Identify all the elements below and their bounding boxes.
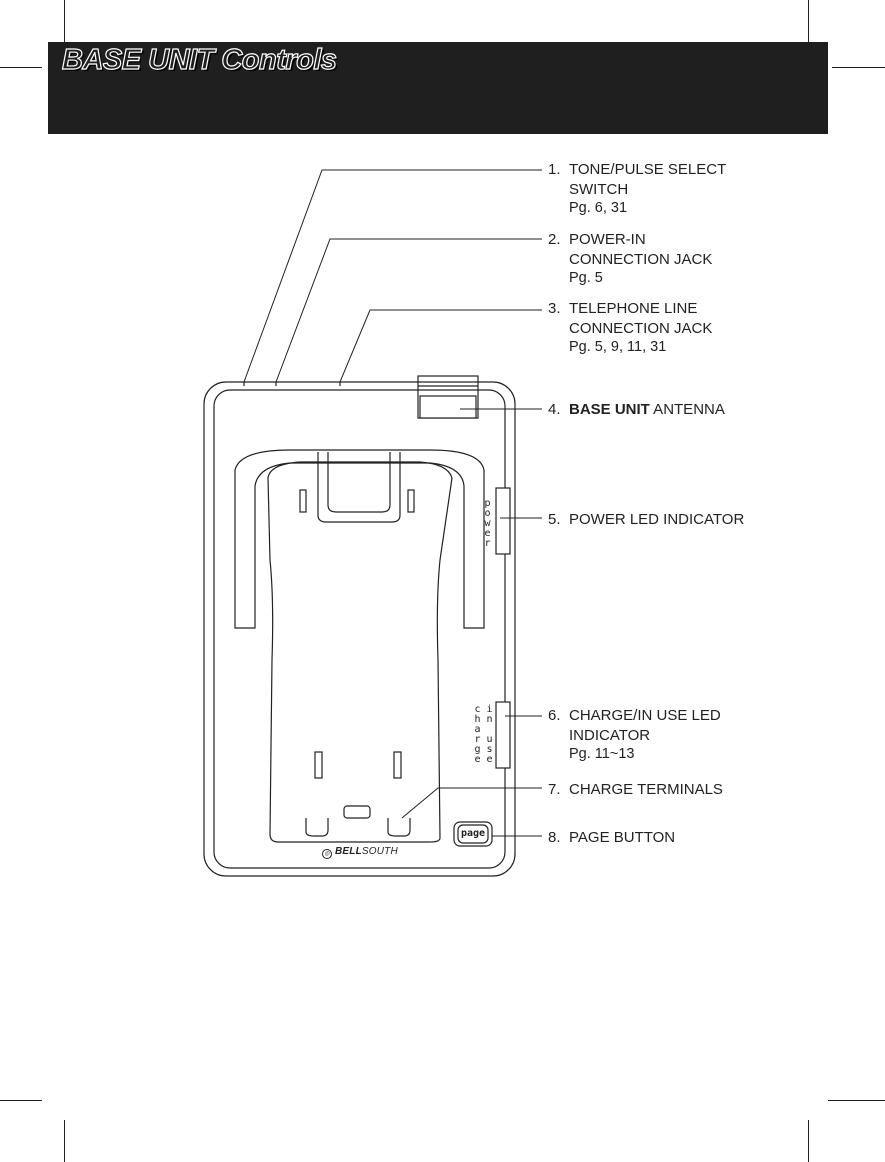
callout-page-ref: Pg. 6, 31: [569, 200, 628, 216]
power-led-panel: [495, 487, 511, 555]
handset-clip-inner: [327, 452, 391, 513]
callout-text: CHARGE TERMINALS: [569, 781, 723, 798]
callout-text: INDICATOR: [569, 726, 651, 744]
callout-text: CONNECTION JACK: [569, 250, 713, 268]
crop-mark: [832, 67, 885, 68]
callout-text: TONE/PULSE SELECT: [569, 161, 727, 178]
slot: [407, 489, 415, 513]
crop-mark: [0, 67, 42, 68]
base-inner-body: [213, 389, 506, 869]
in-use-led-label: in use: [484, 704, 495, 764]
header-bar: [48, 42, 828, 134]
callout-number: 2.: [548, 231, 561, 248]
callout-1: 1. TONE/PULSE SELECT SWITCH Pg. 6, 31: [548, 160, 726, 219]
brand-logo: ◎ BELLSOUTH: [322, 846, 398, 859]
callout-5: 5. POWER LED INDICATOR: [548, 510, 744, 530]
callout-number: 5.: [548, 511, 561, 528]
callout-text: SWITCH: [569, 180, 629, 198]
page-button-label[interactable]: page: [460, 828, 486, 839]
charge-led-label: charge: [472, 704, 483, 764]
page-title: BASE UNIT Controls: [61, 43, 337, 77]
slot: [299, 489, 307, 513]
callout-text: POWER-IN: [569, 231, 646, 248]
power-led-label: power: [482, 498, 493, 548]
brand-bold: BELL: [334, 846, 362, 857]
callout-6: 6. CHARGE/IN USE LED INDICATOR Pg. 11~13: [548, 706, 721, 765]
slot: [393, 751, 402, 779]
callout-page-ref: Pg. 5, 9, 11, 31: [569, 339, 667, 355]
bell-icon: ◎: [322, 849, 332, 859]
crop-mark: [64, 0, 65, 42]
crop-mark: [808, 1120, 809, 1162]
callout-text: CHARGE/IN USE LED: [569, 707, 721, 724]
charge-terminal-left: [305, 818, 329, 837]
callout-3: 3. TELEPHONE LINE CONNECTION JACK Pg. 5, …: [548, 299, 712, 358]
handset-clip: [317, 452, 401, 523]
crop-mark: [64, 1120, 65, 1162]
callout-number: 3.: [548, 300, 561, 317]
jack-marks: [243, 382, 341, 386]
callout-text: POWER LED INDICATOR: [569, 511, 745, 528]
callout-number: 8.: [548, 829, 561, 846]
callout-text: TELEPHONE LINE: [569, 300, 698, 317]
callout-7: 7. CHARGE TERMINALS: [548, 780, 723, 800]
brand-rest: SOUTH: [361, 846, 398, 857]
crop-mark: [828, 1100, 885, 1101]
callout-text: ANTENNA: [649, 401, 725, 418]
charge-terminal-center: [343, 805, 371, 819]
charge-terminal-right: [387, 818, 411, 837]
callout-number: 6.: [548, 707, 561, 724]
leader-7: [401, 787, 542, 819]
callout-text: CONNECTION JACK: [569, 319, 713, 337]
leader-3: [339, 309, 542, 383]
callout-4: 4. BASE UNIT ANTENNA: [548, 400, 725, 420]
crop-mark: [808, 0, 809, 42]
leader-lines: [243, 169, 542, 837]
callout-8: 8. PAGE BUTTON: [548, 828, 675, 848]
callout-text: PAGE BUTTON: [569, 829, 676, 846]
callout-text-bold: BASE UNIT: [569, 401, 650, 418]
antenna-inner: [419, 395, 477, 419]
crop-mark: [0, 1100, 42, 1101]
slot: [314, 751, 323, 779]
callout-2: 2. POWER-IN CONNECTION JACK Pg. 5: [548, 230, 712, 289]
handset-rest: [267, 461, 453, 843]
page-button: [457, 824, 489, 844]
cradle-outline: [234, 449, 485, 629]
page-title-text: BASE UNIT Controls: [61, 43, 337, 76]
callout-number: 1.: [548, 161, 561, 178]
callout-page-ref: Pg. 5: [569, 270, 603, 286]
callout-page-ref: Pg. 11~13: [569, 746, 635, 762]
callout-number: 4.: [548, 401, 561, 418]
charge-led-panel: [495, 701, 511, 769]
base-outer-body: [203, 381, 516, 877]
callout-number: 7.: [548, 781, 561, 798]
leader-2: [275, 238, 542, 383]
leader-1: [243, 169, 542, 383]
